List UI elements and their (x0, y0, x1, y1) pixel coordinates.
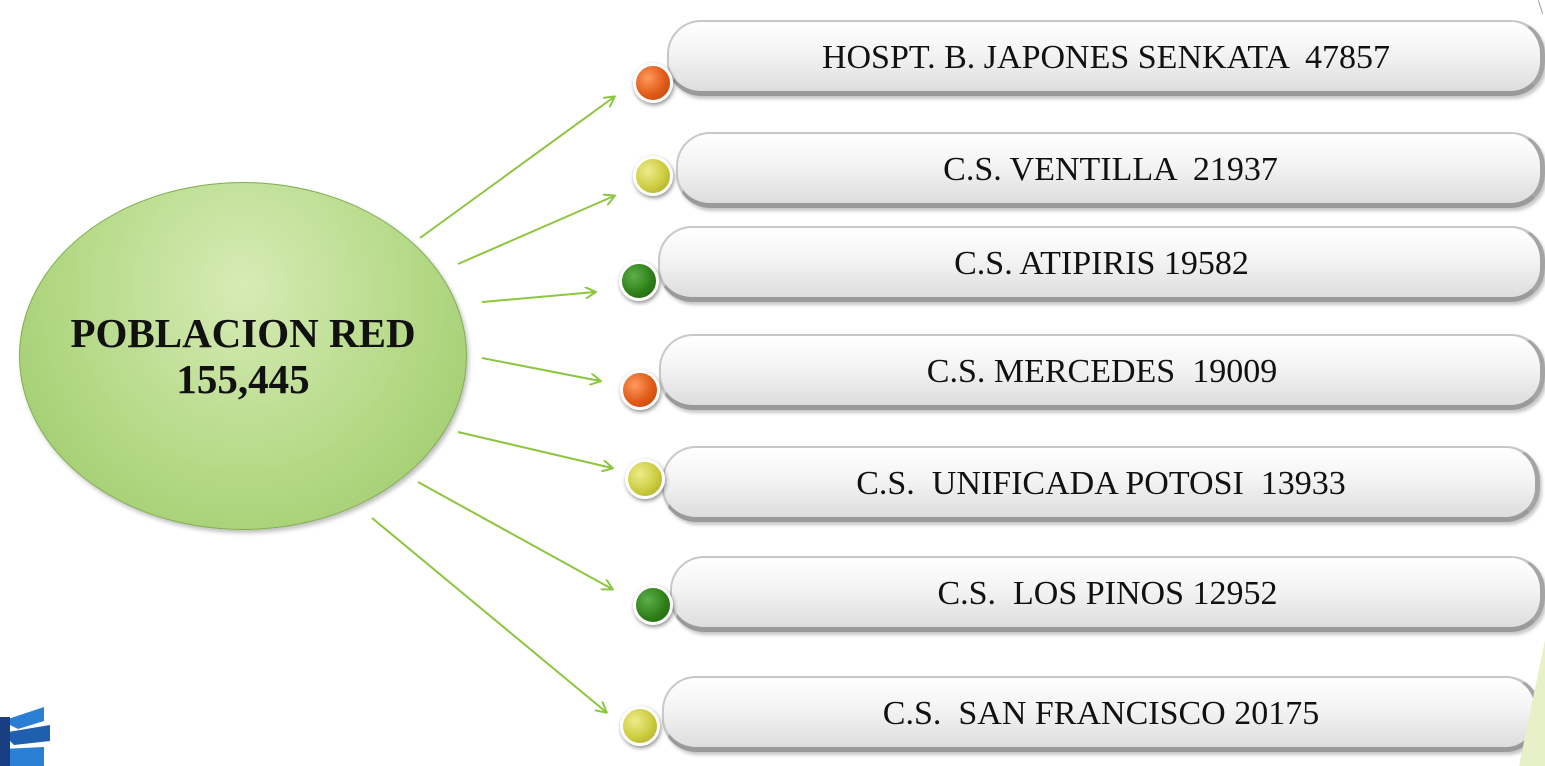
arrow-6 (417, 481, 612, 589)
item-pill (658, 226, 1545, 302)
status-dot-green (633, 585, 673, 625)
arrow-4 (481, 357, 600, 381)
item-pill (667, 20, 1545, 96)
health-center-item: C.S. SAN FRANCISCO 20175 (658, 676, 1540, 760)
status-dot-olive (620, 706, 660, 746)
decorative-corner-shape (1519, 640, 1545, 766)
status-dot-orange (633, 63, 673, 103)
item-label: C.S. UNIFICADA POTOSI 13933 (856, 465, 1346, 502)
arrow-7 (371, 517, 606, 712)
health-center-item: C.S. MERCEDES 19009 (655, 334, 1545, 418)
arrow-2 (457, 196, 614, 265)
item-label: C.S. SAN FRANCISCO 20175 (882, 695, 1320, 732)
item-label: C.S. VENTILLA 21937 (943, 151, 1278, 188)
status-dot-green (619, 261, 659, 301)
item-label: C.S. LOS PINOS 12952 (937, 575, 1278, 612)
health-center-item: C.S. UNIFICADA POTOSI 13933 (658, 446, 1540, 530)
health-center-item: HOSPT. B. JAPONES SENKATA 47857 (663, 20, 1545, 104)
health-center-item: C.S. LOS PINOS 12952 (666, 556, 1545, 640)
status-dot-orange (620, 370, 660, 410)
item-pill (670, 556, 1545, 632)
status-dot-olive (633, 156, 673, 196)
item-label: C.S. MERCEDES 19009 (926, 353, 1278, 390)
health-center-item: C.S. VENTILLA 21937 (672, 132, 1545, 216)
arrow-3 (481, 292, 595, 303)
item-pill (676, 132, 1545, 208)
item-pill (662, 446, 1540, 522)
item-pill (662, 676, 1540, 752)
center-population-node: POBLACION RED 155,445 (19, 182, 467, 530)
status-dot-olive (625, 459, 665, 499)
health-center-item: C.S. ATIPIRIS 19582 (654, 226, 1545, 310)
logo-icon (0, 707, 50, 766)
center-total: 155,445 (176, 356, 310, 402)
center-title: POBLACION RED (70, 310, 416, 356)
item-label: HOSPT. B. JAPONES SENKATA 47857 (821, 39, 1391, 76)
item-label: C.S. ATIPIRIS 19582 (954, 245, 1249, 282)
arrow-1 (419, 97, 614, 239)
arrow-5 (457, 431, 612, 468)
item-pill (659, 334, 1545, 410)
